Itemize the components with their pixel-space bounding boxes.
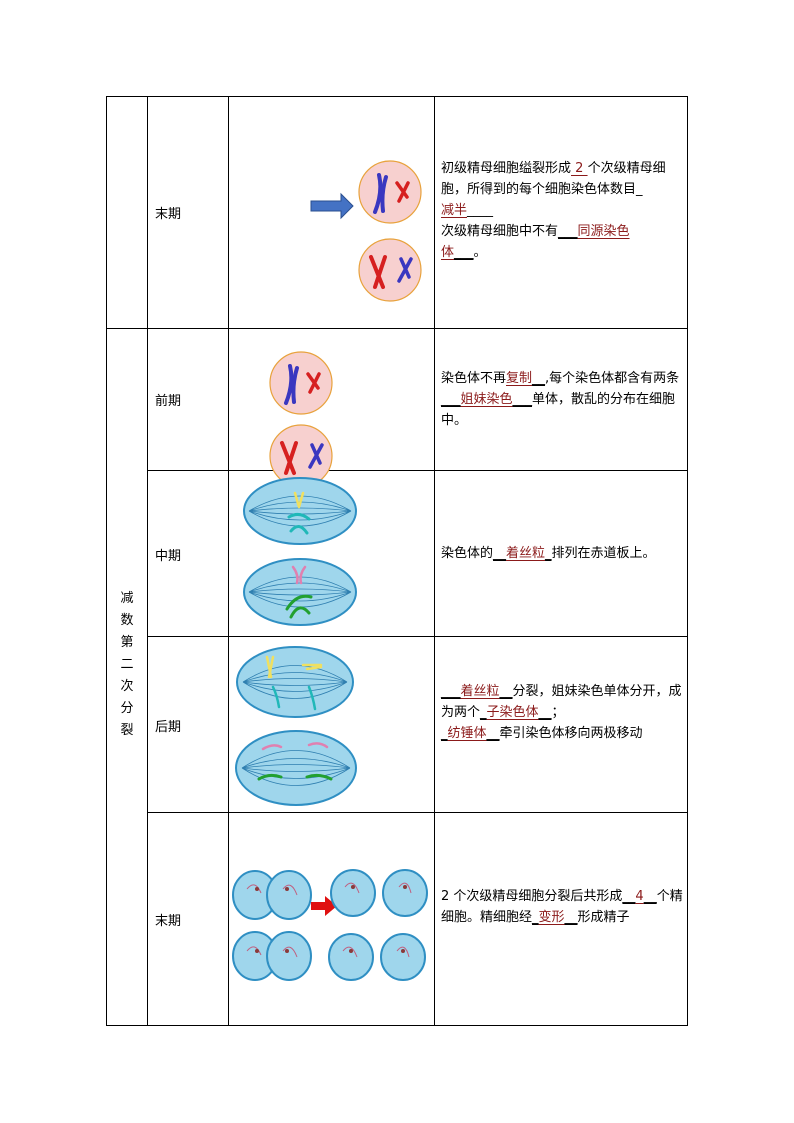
arrow-icon: [310, 192, 354, 220]
answer-text: 着丝粒: [460, 684, 500, 699]
desc-telophase-1: 初级精母细胞缢裂形成 2 个次级精母细胞，所得到的每个细胞染色体数目_减半___…: [441, 158, 683, 263]
section-label-char: 次: [120, 679, 134, 694]
desc-text: 。: [473, 245, 487, 260]
desc-text: 次级精母细胞中不有: [441, 224, 559, 239]
desc-text: 牵引染色体移向两极移动: [499, 726, 643, 741]
desc-text: 个精细胞。精细胞经: [441, 889, 683, 925]
spindle-cell-top: [243, 477, 357, 545]
illustration-telophase-1: [310, 160, 422, 302]
answer-text: 变形: [538, 910, 565, 925]
spindle-cell-bottom: [243, 558, 357, 626]
desc-anaphase-2: ___着丝粒__分裂，姐妹染色单体分开，成为两个_子染色体__；_纺锤体__牵引…: [441, 681, 683, 744]
blank-underline: __: [493, 546, 507, 561]
answer-text: 4: [635, 889, 644, 904]
blank-underline: __: [643, 889, 657, 904]
table-border-top: [106, 96, 688, 97]
blank-underline: ___: [441, 392, 461, 407]
blank-underline: _: [441, 726, 448, 741]
row-divider-4: [147, 812, 688, 813]
illustration-anaphase-2: [235, 646, 357, 806]
blank-underline: ___: [441, 684, 461, 699]
desc-text: 排列在赤道板上。: [551, 546, 656, 561]
answer-text: 纺锤体: [447, 726, 487, 741]
red-arrow-icon: [311, 896, 337, 916]
section-label-char: 第: [120, 635, 134, 650]
sperm-cells-bottom: [328, 933, 426, 981]
blank-underline: __: [532, 371, 546, 386]
stage-label-telophase-1: 末期: [155, 207, 182, 222]
illustration-prophase-2: [269, 351, 333, 488]
spindle-cell-bottom: [235, 730, 357, 806]
blank-underline: __: [499, 684, 513, 699]
answer-text: 体: [441, 245, 455, 260]
answer-text: 着丝粒: [506, 546, 546, 561]
section-label-char: 二: [120, 657, 134, 672]
blank-underline: ___: [512, 392, 533, 407]
stage-label-prophase-2: 前期: [155, 394, 182, 409]
section-label-char: 减: [120, 591, 134, 606]
spindle-cell-top: [236, 646, 354, 718]
section-label-meiosis-2: 减数第二次分裂: [108, 588, 146, 742]
desc-prophase-2: 染色体不再复制__,每个染色体都含有两条 ___姐妹染色___单体，散乱的分布在细…: [441, 368, 683, 431]
blank-underline: _: [480, 705, 487, 720]
dividing-cell-pair-top: [232, 870, 312, 920]
dividing-cell-pair-bottom: [232, 931, 312, 981]
desc-telophase-2: 2 个次级精母细胞分裂后共形成__4__个精细胞。精细胞经_变形__形成精子: [441, 886, 683, 928]
blank-underline: ___: [454, 245, 474, 260]
sperm-cells-top: [330, 869, 428, 917]
answer-text: 复制: [506, 371, 533, 386]
desc-metaphase-2: 染色体的__着丝粒_排列在赤道板上。: [441, 543, 683, 564]
stage-label-metaphase-2: 中期: [155, 549, 182, 564]
desc-text: 初级精母细胞缢裂形成: [441, 161, 572, 176]
table-border-bottom: [106, 1025, 688, 1026]
desc-text: 染色体的: [441, 546, 494, 561]
answer-text: 子染色体: [486, 705, 539, 720]
desc-text: ；: [551, 705, 565, 720]
desc-text: 形成精子: [577, 910, 630, 925]
answer-text: 姐妹染色: [460, 392, 513, 407]
row-divider-1: [106, 328, 688, 329]
blank-underline: ___: [558, 224, 578, 239]
section-label-char: 分: [120, 701, 134, 716]
desc-text: ,每个染色体都含有两条: [545, 371, 680, 386]
section-label-char: 数: [120, 613, 134, 628]
answer-text: 同源染色: [577, 224, 630, 239]
blank-underline: __: [564, 910, 578, 925]
section-label-char: 裂: [120, 723, 134, 738]
stage-label-anaphase-2: 后期: [155, 720, 182, 735]
desc-text: 个次级精母细胞，所得到的每个细胞染色体数目: [441, 161, 666, 197]
blank-underline: __: [538, 705, 552, 720]
desc-text: 2 个次级精母细胞分裂后共形成: [441, 889, 623, 904]
desc-text: 分裂，姐妹染色单体分开，成为两个: [441, 684, 682, 720]
table-border-left: [106, 96, 107, 1026]
table-border-right: [687, 96, 688, 1026]
illustration-metaphase-2: [243, 477, 357, 626]
blank-underline: _: [545, 546, 552, 561]
desc-text: ____: [467, 203, 494, 218]
desc-text: 染色体不再: [441, 371, 507, 386]
desc-text: 单体，散乱的分布在细胞中。: [441, 392, 676, 428]
blank-underline: __: [486, 726, 500, 741]
row-divider-3: [147, 636, 688, 637]
col-divider-1: [147, 96, 148, 1026]
row-divider-2: [147, 470, 688, 471]
answer-text: 2: [571, 161, 588, 176]
desc-text: _: [636, 182, 643, 197]
illustration-telophase-2: [232, 869, 428, 981]
col-divider-2: [228, 96, 229, 1026]
col-divider-3: [434, 96, 435, 1026]
answer-text: 减半: [441, 203, 468, 218]
stage-label-telophase-2: 末期: [155, 914, 182, 929]
blank-underline: __: [622, 889, 636, 904]
blank-underline: _: [532, 910, 539, 925]
